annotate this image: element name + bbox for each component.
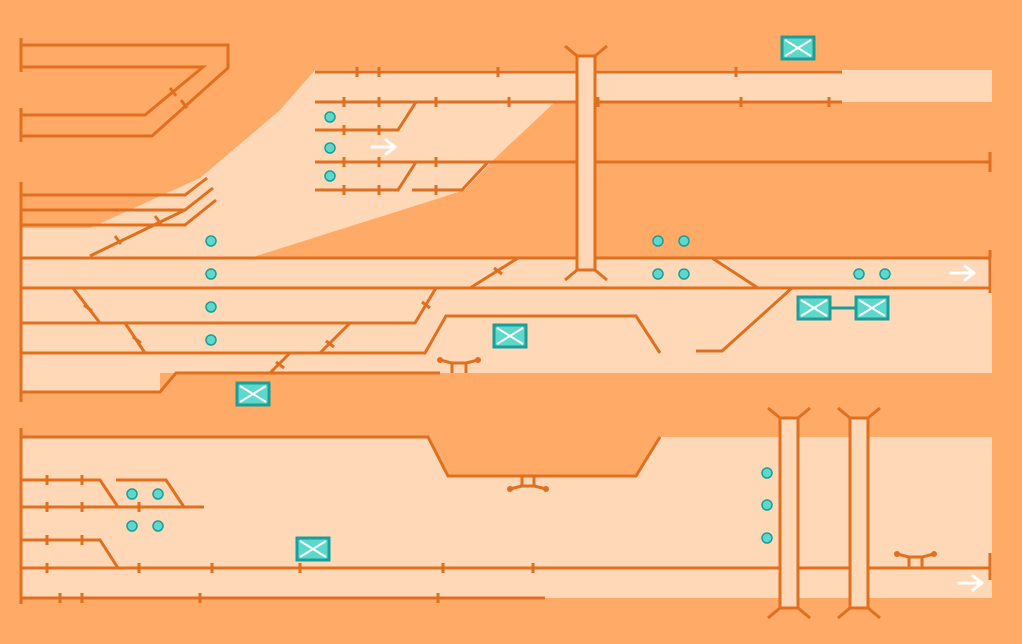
signal-light-icon[interactable] [678,268,690,280]
buffer-stop-icon [437,357,481,373]
signal-light-icon[interactable] [152,520,164,532]
track-tick [179,99,189,109]
track-mid-353 [22,314,662,355]
track-tick [83,303,93,313]
track-tick [325,339,335,349]
track-tick [421,300,431,310]
signal-light-icon[interactable] [761,499,773,511]
tracks-top-left [19,38,230,142]
signal-light-icon[interactable] [761,467,773,479]
arrow-right-icon [370,138,397,156]
signal-light-icon[interactable] [678,235,690,247]
signal-light-icon[interactable] [152,488,164,500]
envelope-icon[interactable] [492,323,528,349]
signal-light-icon[interactable] [324,142,336,154]
signal-light-icon[interactable] [205,334,217,346]
track-cross-f [711,256,759,290]
track-cross-g [696,286,794,353]
tracks-left-fan [19,176,217,402]
platform-middle [22,258,992,288]
platform-top-right [600,70,992,102]
buffer-stop-icon [507,476,549,492]
platform-bottom [22,437,992,598]
track-bot-480b [116,478,186,508]
envelope-icon[interactable] [295,536,331,562]
track-tick [275,360,285,370]
signal-light-icon[interactable] [761,532,773,544]
track-tick [493,266,503,276]
arrow-right-icon [949,264,976,282]
track-tick [153,215,163,225]
platform-diagonal-top [22,70,600,258]
track-tick [168,87,178,97]
signal-light-icon[interactable] [879,268,891,280]
track-top-6 [412,160,490,192]
footbridge-icon [767,406,811,620]
buffer-stop-icon [894,551,937,568]
signal-light-icon[interactable] [652,268,664,280]
envelope-icon[interactable] [780,35,816,61]
arrow-right-icon [957,574,984,592]
track-fan-3 [22,198,217,227]
track-cross-e [469,256,519,290]
envelope-icon[interactable] [235,381,271,407]
track-cross-c [318,321,352,355]
envelope-icon[interactable] [854,295,890,321]
signal-light-icon[interactable] [324,111,336,123]
track-fan-1 [22,176,208,197]
tracks-bottom [19,428,992,604]
signal-light-icon[interactable] [324,170,336,182]
envelope-pair [796,295,890,321]
signal-light-icon[interactable] [126,520,138,532]
track-tick [113,235,123,245]
signal-light-icon[interactable] [205,301,217,313]
track-cross-d [268,351,292,375]
platform-lower-left [22,373,160,392]
signal-light-icon[interactable] [205,235,217,247]
signal-light-icon[interactable] [205,268,217,280]
track-mid-323 [22,287,438,325]
track-loop-inner [22,65,208,117]
signals [126,111,891,544]
track-fan-diagonal [89,208,186,258]
track-tick [132,335,142,345]
footbridge-icon [564,44,608,282]
signal-light-icon[interactable] [126,488,138,500]
footbridge-icon [837,406,881,620]
track-mid-392 [22,371,440,394]
signal-light-icon[interactable] [853,268,865,280]
envelope-icon[interactable] [796,295,832,321]
track-loop-outer [22,43,230,138]
track-bot-437 [22,435,662,478]
tracks-middle [22,250,992,394]
signal-light-icon[interactable] [652,235,664,247]
